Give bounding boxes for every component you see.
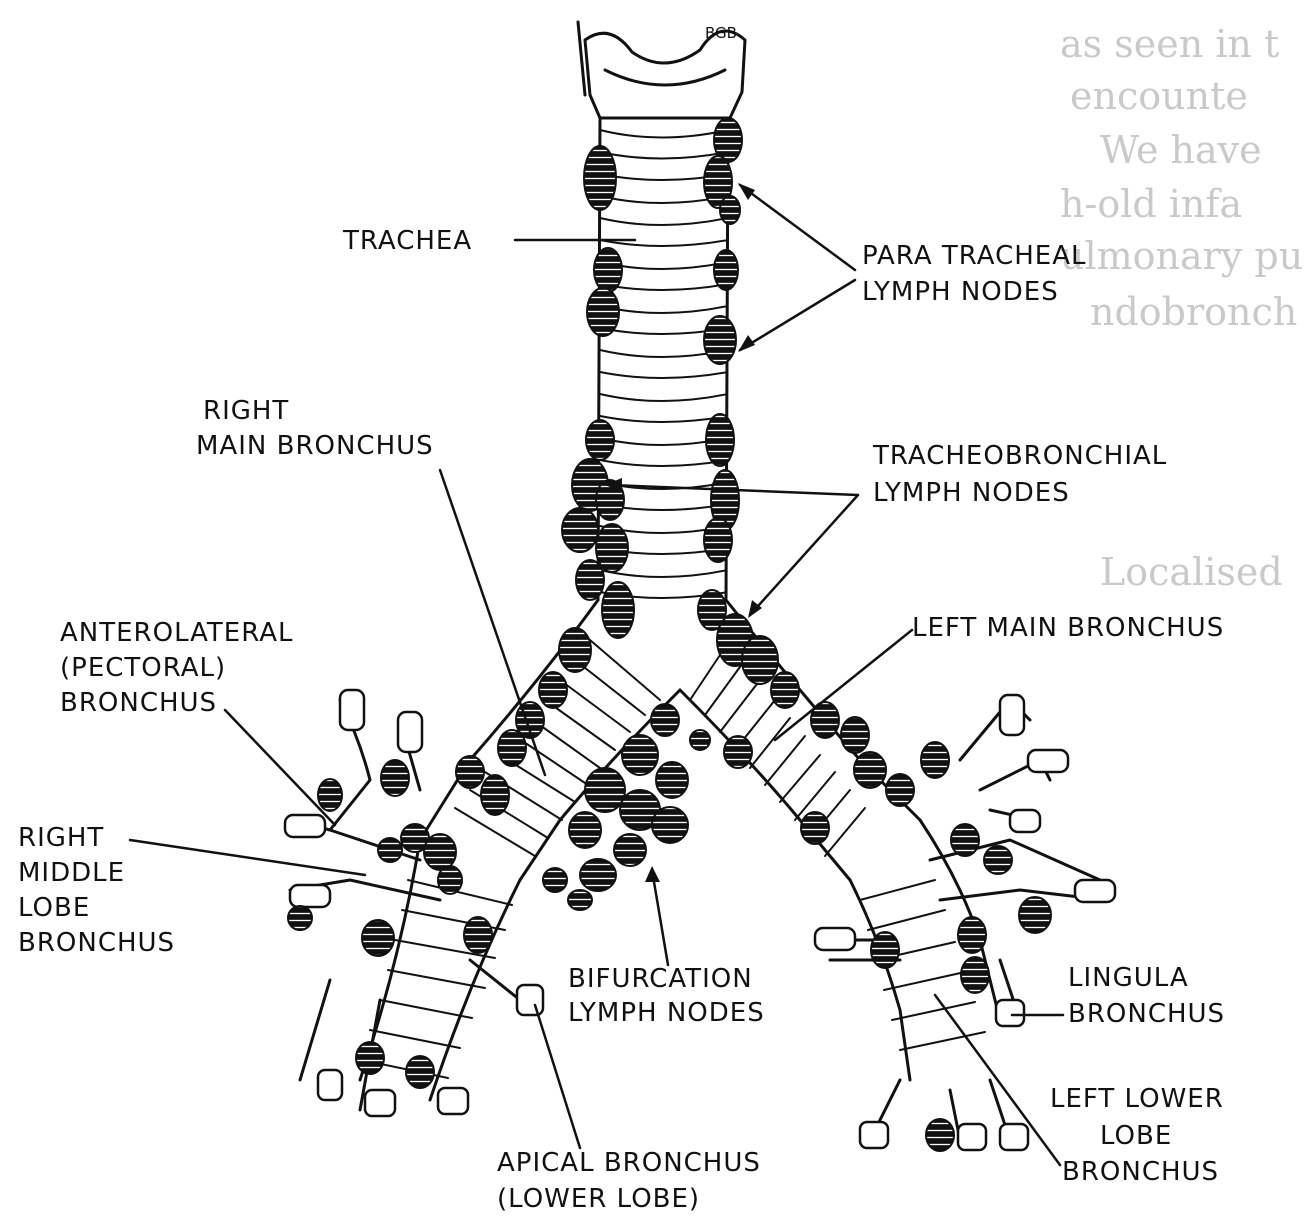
label-left-main: LEFT MAIN BRONCHUS (912, 612, 1224, 645)
label-right-middle-line2: MIDDLE (18, 857, 125, 890)
label-apical-line1: APICAL BRONCHUS (497, 1147, 761, 1180)
label-left-lower-line1: LEFT LOWER (1050, 1083, 1224, 1116)
label-tracheobronchial-line1: TRACHEOBRONCHIAL (873, 440, 1167, 473)
label-paratracheal-line2: LYMPH NODES (862, 276, 1059, 309)
left-main-bronchus-outline (680, 600, 920, 880)
label-left-lower-line2: LOBE (1100, 1120, 1172, 1153)
label-bifurcation-line1: BIFURCATION (568, 963, 753, 996)
label-tracheobronchial-line2: LYMPH NODES (873, 477, 1070, 510)
label-paratracheal-line1: PARA TRACHEAL (862, 240, 1087, 273)
larynx-outline (585, 31, 745, 118)
artist-signature: BGB (705, 24, 737, 42)
label-lingula-line2: BRONCHUS (1068, 998, 1225, 1031)
label-anterolateral-line1: ANTEROLATERAL (60, 617, 294, 650)
label-right-middle-line3: LOBE (18, 892, 90, 925)
label-left-lower-line3: BRONCHUS (1062, 1156, 1219, 1189)
label-anterolateral-line3: BRONCHUS (60, 687, 217, 720)
label-anterolateral-line2: (PECTORAL) (60, 652, 226, 685)
label-right-middle-line1: RIGHT (18, 822, 104, 855)
label-right-main-line1: RIGHT (203, 395, 289, 428)
label-apical-line2: (LOWER LOBE) (497, 1183, 700, 1216)
label-lingula-line1: LINGULA (1068, 962, 1189, 995)
label-bifurcation-line2: LYMPH NODES (568, 997, 765, 1030)
label-right-middle-line4: BRONCHUS (18, 927, 175, 960)
label-right-main-line2: MAIN BRONCHUS (196, 430, 434, 463)
label-trachea: TRACHEA (343, 225, 472, 258)
